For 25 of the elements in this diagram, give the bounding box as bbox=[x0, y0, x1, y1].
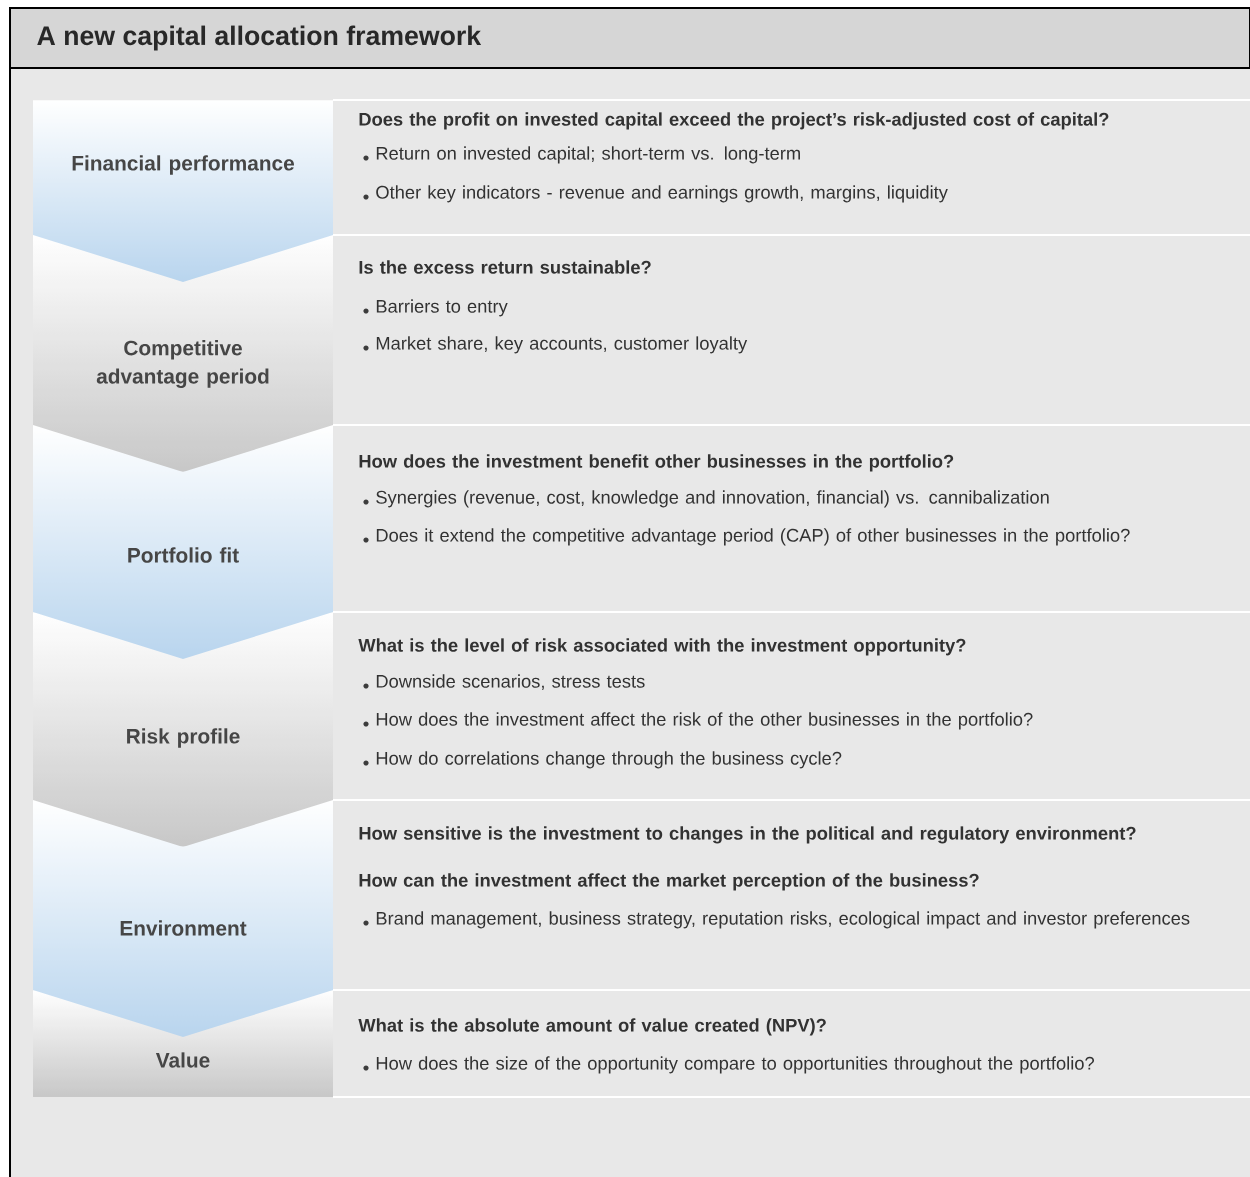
chevron: Portfolio fit bbox=[128, 547, 239, 563]
question-text: How can the investment affect the market perception of the business? bbox=[359, 873, 979, 891]
chevron: Competitive advantage period bbox=[96, 340, 269, 388]
title-bar: A new capital allocation framework bbox=[9, 7, 1250, 69]
bullet-text: How does the investment affect the risk of the other businesses in the portfolio? bbox=[376, 712, 1033, 730]
question-text: What is the absolute amount of value created (NPV)? bbox=[358, 1018, 826, 1036]
bullet-text: Downside scenarios, stress tests bbox=[376, 674, 645, 690]
chevron: Financial performance bbox=[72, 155, 294, 175]
bullet-text: Other key indicators - revenue and earnings growth, margins, liquidity bbox=[376, 185, 948, 203]
bullet-text: Does it extend the competitive advantage period (CAP) of other businesses in the portfolio? bbox=[376, 528, 1130, 546]
bullet-text: Brand management, business strategy, reputation risks, ecological impact and investor preferences bbox=[376, 911, 1190, 929]
bullet-text: Barriers to entry bbox=[376, 299, 508, 317]
chevron: Risk profile bbox=[127, 728, 240, 748]
bullet-text: How does the size of the opportunity compare to opportunities throughout the portfolio? bbox=[376, 1056, 1094, 1074]
bullet-text: Market share, key accounts, customer loyalty bbox=[376, 336, 748, 354]
question-text: Does the profit on invested capital exceed the project’s risk-adjusted cost of capital? bbox=[359, 112, 1109, 130]
bullet-text: Synergies (revenue, cost, knowledge and innovation, financial) vs. cannibalization bbox=[376, 490, 1049, 508]
question-text: How does the investment benefit other businesses in the portfolio? bbox=[359, 454, 954, 472]
question-text: Is the excess return sustainable? bbox=[359, 260, 651, 274]
chevron: Value bbox=[155, 1052, 210, 1068]
question-text: What is the level of risk associated with the investment opportunity? bbox=[358, 638, 966, 656]
bullet-text: Return on invested capital; short-term vs. long-term bbox=[376, 146, 800, 164]
bullet-text: How do correlations change through the business cycle? bbox=[376, 751, 842, 769]
question-text: How sensitive is the investment to changes in the political and regulatory environment? bbox=[359, 826, 1136, 844]
chevron: Environment bbox=[120, 920, 247, 936]
